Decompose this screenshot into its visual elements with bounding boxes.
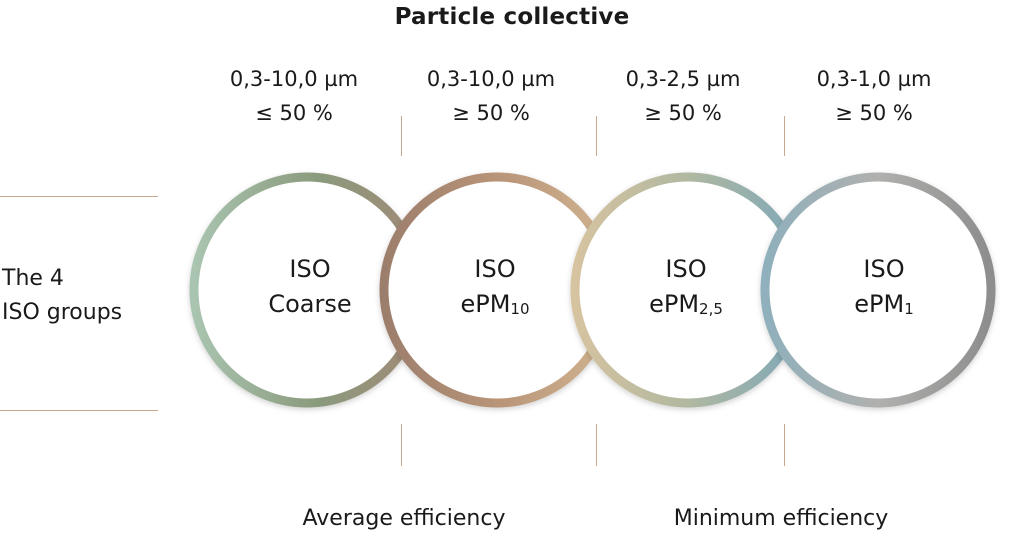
row-label-line2: ISO groups <box>2 300 123 325</box>
column-2-threshold: ≥ 50 % <box>452 101 530 125</box>
group-iso-epm1: ISO ePM1 <box>784 252 984 322</box>
group-2-name: ePM10 <box>395 287 595 322</box>
group-4-sub: 1 <box>904 300 914 318</box>
group-1-line1: ISO <box>289 255 331 283</box>
column-divider-1-top <box>401 116 402 156</box>
column-divider-2-bottom <box>596 424 597 466</box>
group-2-main: ePM <box>460 290 511 318</box>
ring-iso-epm1 <box>760 172 996 408</box>
group-3-line1: ISO <box>665 255 707 283</box>
group-3-name: ePM2,5 <box>586 287 786 322</box>
column-2-range: 0,3-10,0 µm <box>426 67 556 91</box>
group-4-main: ePM <box>854 290 905 318</box>
column-divider-3-bottom <box>784 424 785 466</box>
column-4-range: 0,3-1,0 µm <box>816 67 932 91</box>
average-efficiency-label: Average efficiency <box>302 506 506 531</box>
group-3-main: ePM <box>649 290 700 318</box>
column-3-range: 0,3-2,5 µm <box>625 67 741 91</box>
column-3-threshold: ≥ 50 % <box>644 101 722 125</box>
column-header-2: 0,3-10,0 µm ≥ 50 % <box>401 62 581 130</box>
divider-bottom <box>0 410 158 411</box>
column-4-threshold: ≥ 50 % <box>835 101 913 125</box>
group-iso-epm2-5: ISO ePM2,5 <box>586 252 786 322</box>
column-divider-3-top <box>784 116 785 156</box>
row-label-line1: The 4 <box>2 266 64 291</box>
column-header-1: 0,3-10,0 µm ≤ 50 % <box>204 62 384 130</box>
group-iso-coarse: ISO Coarse <box>210 252 410 322</box>
group-iso-epm10: ISO ePM10 <box>395 252 595 322</box>
group-3-sub: 2,5 <box>699 300 723 318</box>
column-header-4: 0,3-1,0 µm ≥ 50 % <box>784 62 964 130</box>
column-divider-1-bottom <box>401 424 402 466</box>
divider-top <box>0 196 158 197</box>
minimum-efficiency-label: Minimum efficiency <box>673 506 889 531</box>
row-label: The 4 ISO groups <box>2 262 172 330</box>
column-divider-2-top <box>596 116 597 156</box>
diagram-title: Particle collective <box>394 4 630 30</box>
group-2-sub: 10 <box>510 300 530 318</box>
column-header-3: 0,3-2,5 µm ≥ 50 % <box>593 62 773 130</box>
group-4-name: ePM1 <box>784 287 984 322</box>
column-1-range: 0,3-10,0 µm <box>229 67 359 91</box>
group-4-line1: ISO <box>863 255 905 283</box>
column-1-threshold: ≤ 50 % <box>255 101 333 125</box>
group-2-line1: ISO <box>474 255 516 283</box>
group-1-name: Coarse <box>268 290 352 318</box>
